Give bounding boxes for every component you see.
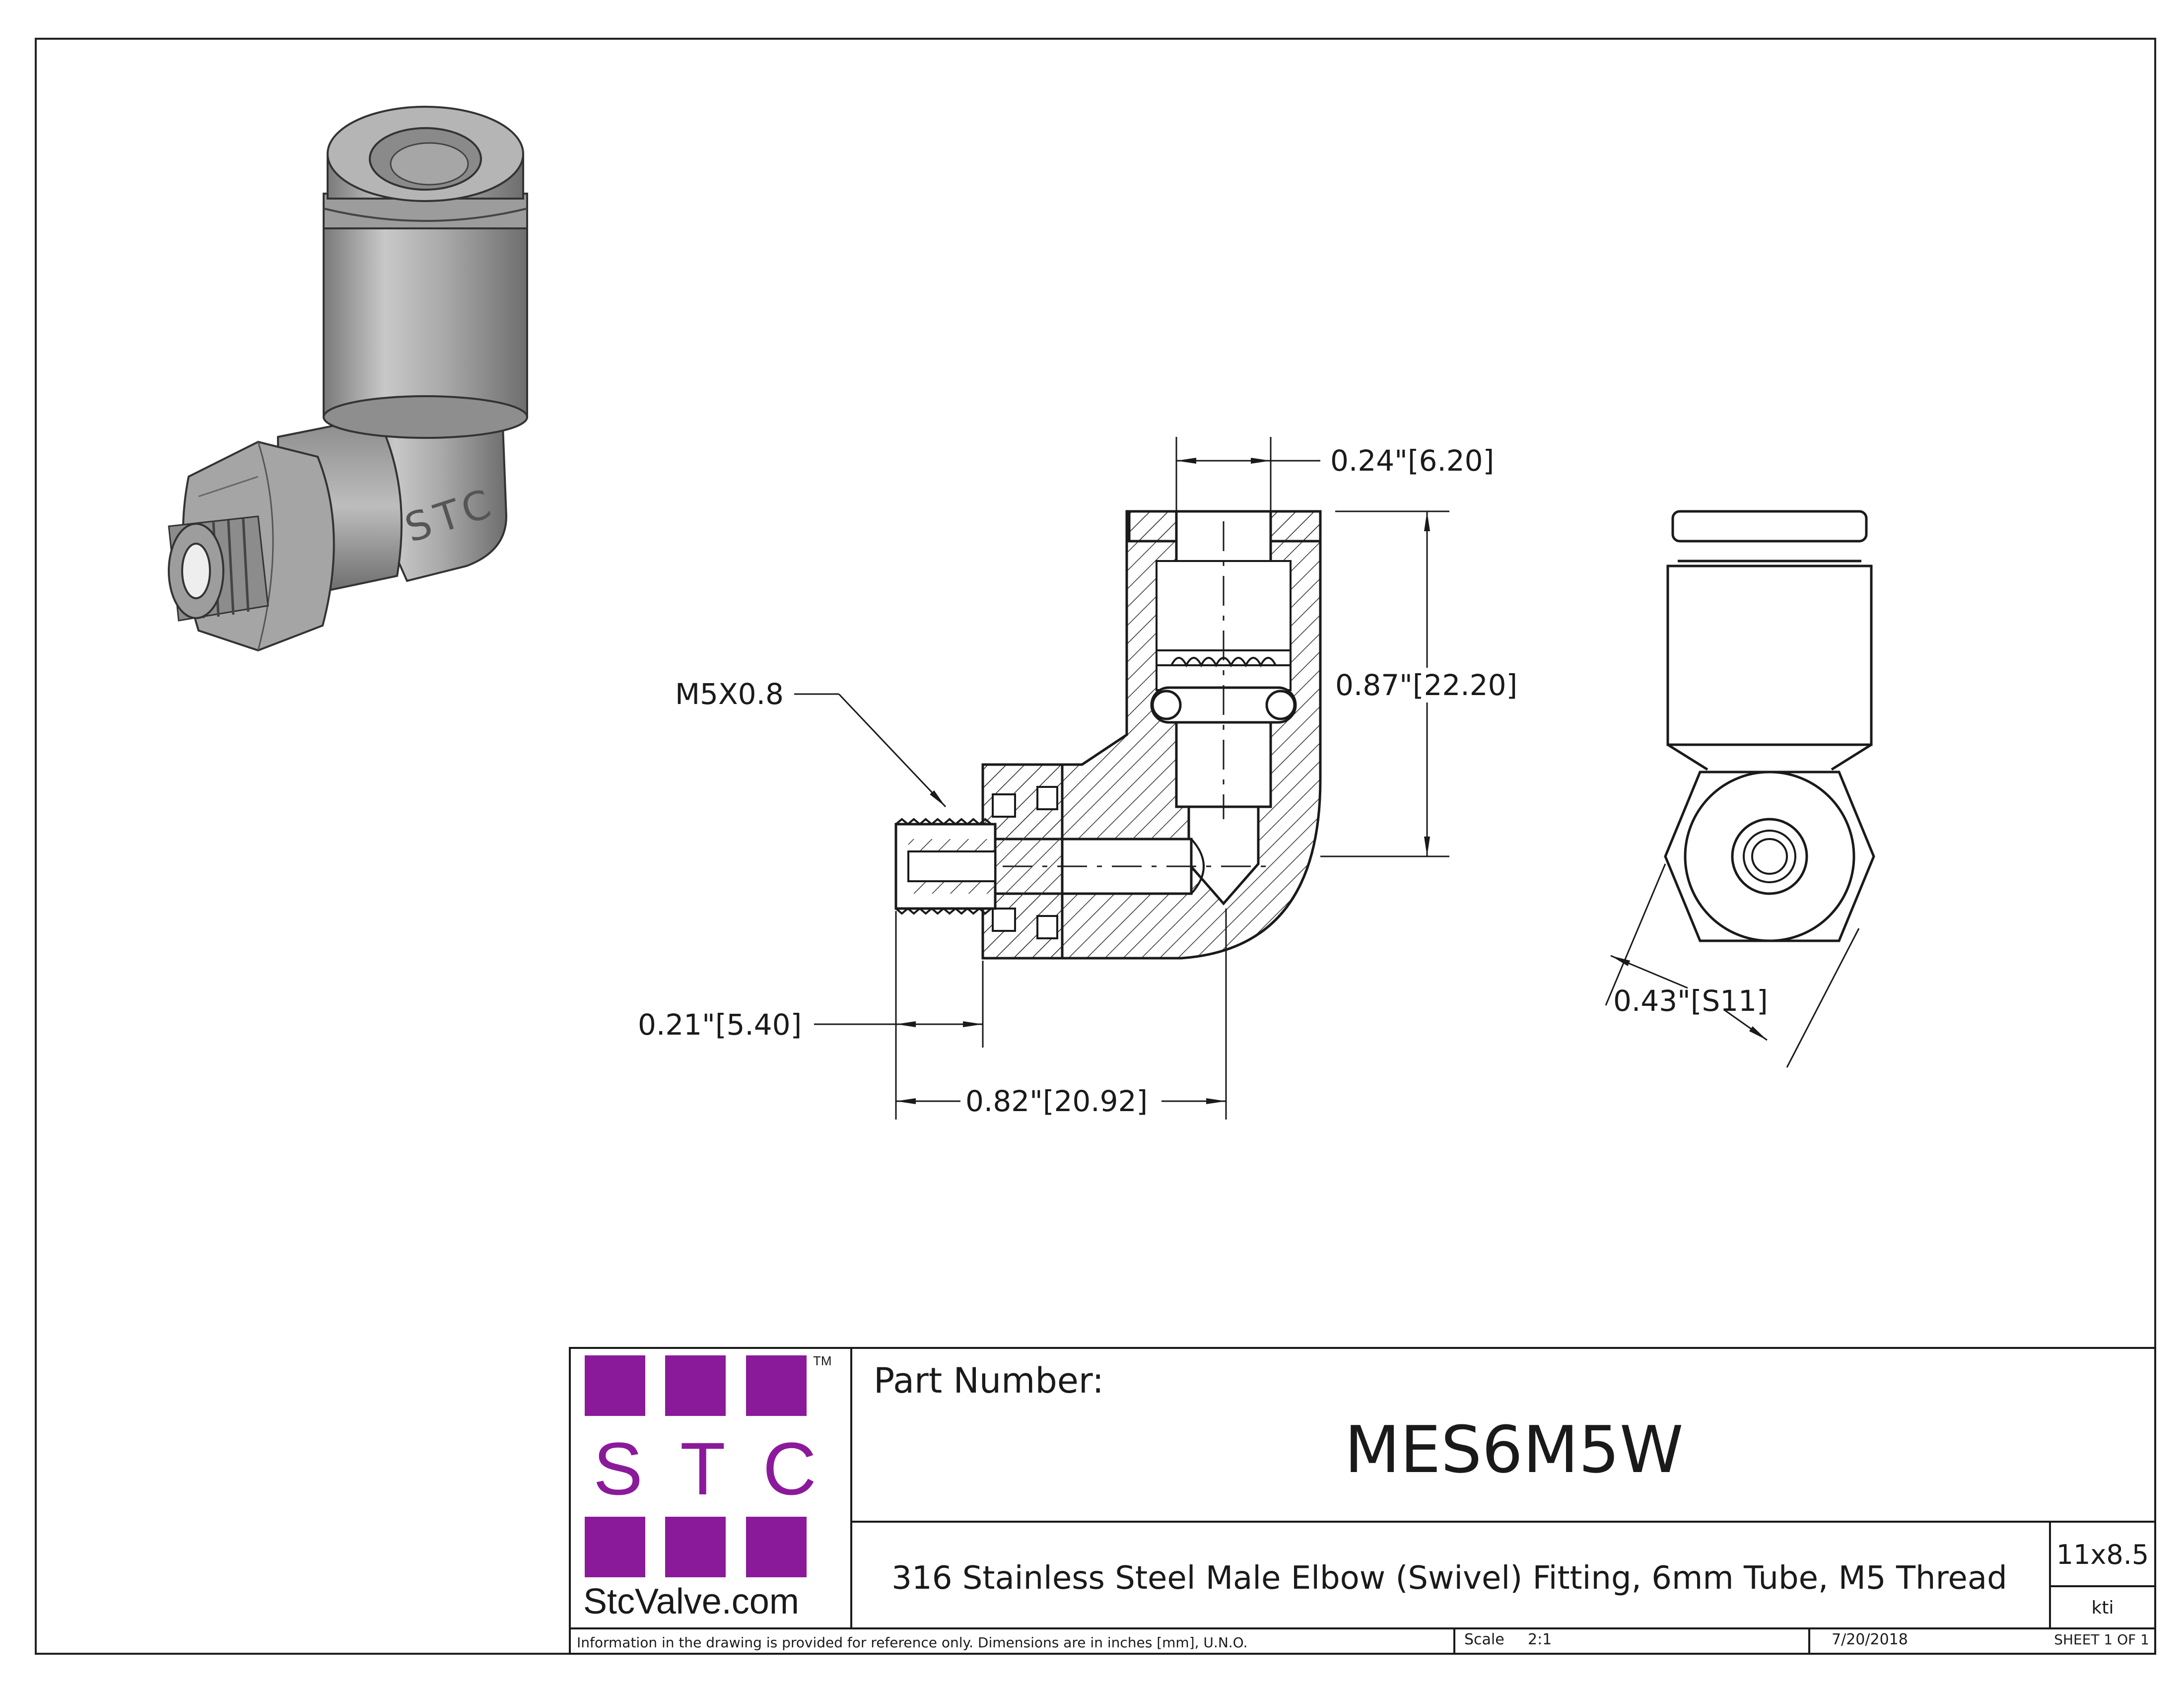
- dim-thread: M5X0.8: [675, 677, 784, 711]
- drawing-date: 7/20/2018: [1832, 1631, 1908, 1648]
- scale-value: 2:1: [1528, 1631, 1552, 1648]
- logo-trademark: TM: [813, 1353, 832, 1368]
- scale-label: Scale: [1464, 1631, 1504, 1648]
- dim-length: 0.82"[20.92]: [965, 1084, 1148, 1118]
- dim-bore-diameter: 0.24"[6.20]: [1330, 444, 1494, 478]
- section-view: [894, 510, 1322, 960]
- isometric-view: STC: [168, 106, 528, 652]
- part-description: 316 Stainless Steel Male Elbow (Swivel) …: [891, 1560, 2007, 1597]
- dimensions: [794, 437, 1860, 1120]
- logo-letters: S T C: [593, 1427, 825, 1510]
- side-view: [1664, 510, 1875, 942]
- dim-hex-size: 0.43"[S11]: [1613, 984, 1768, 1018]
- sheet-number: SHEET 1 OF 1: [2054, 1631, 2149, 1648]
- logo-website: StcValve.com: [583, 1582, 799, 1621]
- drawn-by: kti: [2092, 1598, 2114, 1618]
- title-block: [569, 1347, 2156, 1655]
- part-number-label: Part Number:: [874, 1360, 1104, 1401]
- part-number: MES6M5W: [1345, 1412, 1684, 1487]
- dim-height: 0.87"[22.20]: [1335, 668, 1517, 702]
- stc-logo: S T C TM StcValve.com: [583, 1353, 832, 1621]
- reference-note: Information in the drawing is provided f…: [577, 1634, 1247, 1651]
- dim-thread-length: 0.21"[5.40]: [638, 1008, 802, 1042]
- sheet-size: 11x8.5: [2056, 1539, 2149, 1570]
